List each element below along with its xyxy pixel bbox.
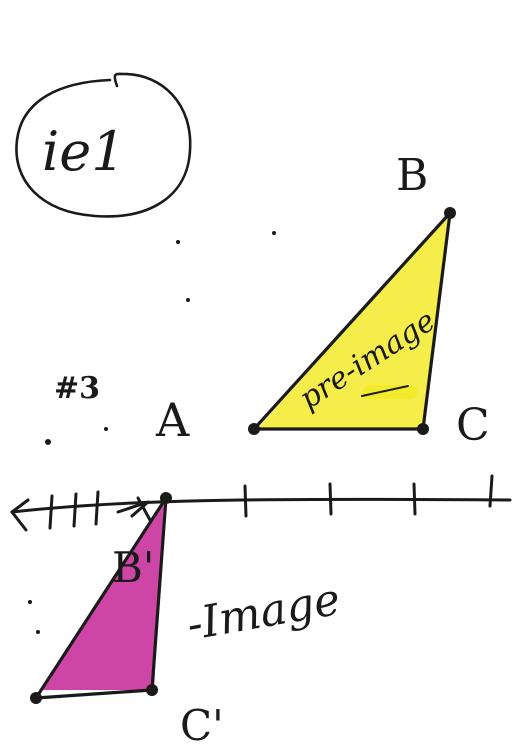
dot [272,231,276,235]
preimage-outline [252,211,452,431]
preimage-triangle [248,207,456,435]
arrowhead [10,498,30,532]
tag-bubble: ie1 [15,72,192,218]
stray-mark-text: #3 [54,371,100,406]
vertex-c-prime-point [146,684,158,696]
vertex-a-prime-point [160,492,172,504]
stray-dots [28,231,276,634]
dot [45,439,51,445]
vertex-c-prime-label: C' [180,701,224,750]
image-outline [34,496,168,700]
dot [176,240,180,244]
tag-circle [15,72,192,218]
image-label: -Image [183,574,344,651]
dot [36,630,40,634]
origin-scribble [116,496,152,522]
tag-text: ie1 [42,120,126,183]
label-underline [361,385,409,397]
vertex-c-point [417,423,429,435]
tick-marks [48,474,494,530]
vertex-b-prime-label: B' [112,543,154,592]
vertex-a-label: A [155,393,190,447]
vertex-b-point [444,207,456,219]
dot [28,600,32,604]
dot [186,298,190,302]
vertex-a-point [248,423,260,435]
vertex-c-label: C [456,400,490,451]
vertex-b-label: B [396,150,428,201]
dot [104,427,108,431]
vertex-b-prime-point [30,692,42,704]
number-line-axis [10,497,512,514]
image-triangle [30,492,172,704]
number-line [10,474,512,532]
